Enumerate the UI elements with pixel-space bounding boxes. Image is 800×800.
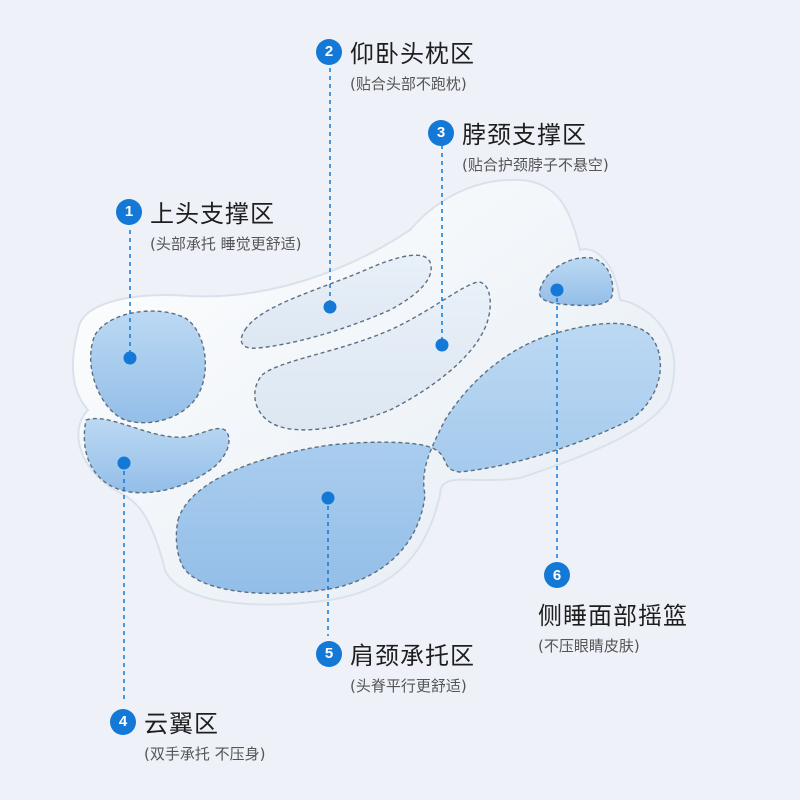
zone-title: 侧睡面部摇篮 bbox=[538, 602, 688, 630]
zone-description: (不压眼睛皮肤) bbox=[538, 637, 640, 655]
marker-5 bbox=[321, 491, 335, 505]
zone-number-badge: 1 bbox=[116, 198, 142, 225]
zone-description: (贴合头部不跑枕) bbox=[350, 75, 467, 93]
zone-supine-head bbox=[240, 254, 432, 349]
marker-6 bbox=[550, 283, 564, 297]
zone-shoulder-neck bbox=[175, 322, 662, 595]
zone-number-badge: 5 bbox=[316, 640, 342, 667]
zone-label-6: 6 侧睡面部摇篮 (不压眼睛皮肤) bbox=[538, 562, 688, 656]
zone-neck-support bbox=[254, 281, 491, 431]
zone-number-badge: 2 bbox=[316, 38, 342, 65]
zone-title: 上头支撑区 bbox=[150, 200, 275, 228]
zone-description: (双手承托 不压身) bbox=[144, 745, 266, 763]
zone-label-2: 2 仰卧头枕区 (贴合头部不跑枕) bbox=[316, 34, 475, 94]
marker-1 bbox=[123, 351, 137, 365]
zone-title: 肩颈承托区 bbox=[350, 642, 475, 670]
zone-number-badge: 4 bbox=[110, 708, 136, 735]
zone-label-5: 5 肩颈承托区 (头脊平行更舒适) bbox=[316, 636, 475, 696]
zone-cloud-wing bbox=[83, 417, 230, 494]
zone-label-4: 4 云翼区 (双手承托 不压身) bbox=[110, 704, 265, 764]
zone-upper-head bbox=[90, 310, 206, 424]
zone-title: 云翼区 bbox=[144, 710, 219, 738]
zone-label-1: 1 上头支撑区 (头部承托 睡觉更舒适) bbox=[116, 194, 301, 254]
zone-description: (贴合护颈脖子不悬空) bbox=[462, 156, 609, 174]
marker-3 bbox=[435, 338, 449, 352]
zone-title: 脖颈支撑区 bbox=[462, 121, 587, 149]
zone-title: 仰卧头枕区 bbox=[350, 40, 475, 68]
marker-2 bbox=[323, 300, 337, 314]
zone-description: (头部承托 睡觉更舒适) bbox=[150, 235, 302, 253]
zone-number-badge: 6 bbox=[544, 562, 570, 588]
marker-4 bbox=[117, 456, 131, 470]
zone-description: (头脊平行更舒适) bbox=[350, 677, 467, 695]
zone-number-badge: 3 bbox=[428, 119, 454, 146]
zone-label-3: 3 脖颈支撑区 (贴合护颈脖子不悬空) bbox=[428, 115, 609, 175]
